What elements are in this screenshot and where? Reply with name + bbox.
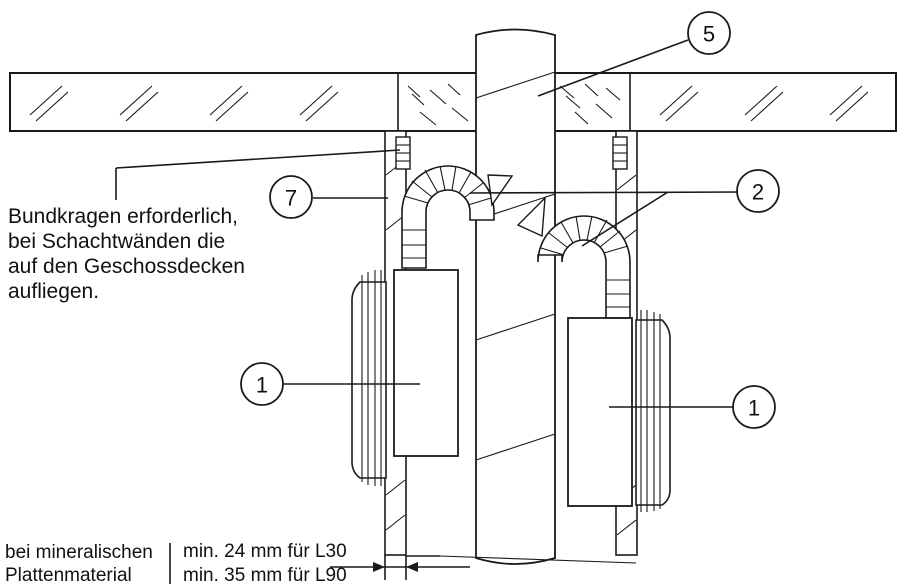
callout-leaders: [115, 39, 741, 408]
callout-1-left-label: 1: [256, 373, 268, 398]
callout-1-right: 1: [732, 385, 776, 429]
flex-connector-right: [516, 196, 631, 319]
fire-damper-right: [567, 310, 671, 512]
dimension-text: bei mineralischen Plattenmaterial min. 2…: [5, 541, 347, 586]
callout-7: 7: [269, 175, 313, 219]
callout-2: 2: [736, 169, 780, 213]
vertical-duct: [475, 28, 556, 565]
collar-note-line-1: Bundkragen erforderlich,: [8, 205, 238, 228]
callout-1-right-label: 1: [748, 396, 760, 421]
flex-connector-left: [401, 165, 514, 269]
collar-note-line-2: bei Schachtwänden die: [8, 230, 225, 253]
fire-damper-left: [351, 269, 459, 486]
collar-note-line-3: auf den Geschossdecken: [8, 255, 245, 278]
collar-note: Bundkragen erforderlich, bei Schachtwänd…: [8, 205, 245, 303]
l90-requirement: min. 35 mm für L90: [183, 565, 347, 586]
material-line-2: Plattenmaterial: [5, 565, 132, 586]
l30-requirement: min. 24 mm für L30: [183, 541, 347, 562]
callout-5-label: 5: [703, 22, 715, 47]
wall-thickness-dimension: [169, 543, 637, 584]
callout-7-label: 7: [285, 186, 297, 211]
material-line-1: bei mineralischen: [5, 542, 153, 563]
collar-block-right: [612, 136, 628, 170]
collar-note-line-4: aufliegen.: [8, 280, 99, 303]
callout-5: 5: [687, 11, 731, 55]
callout-1-left: 1: [240, 362, 284, 406]
collar-block-left: [395, 136, 411, 170]
callout-2-label: 2: [752, 180, 764, 205]
ceiling-slab: [9, 72, 897, 132]
